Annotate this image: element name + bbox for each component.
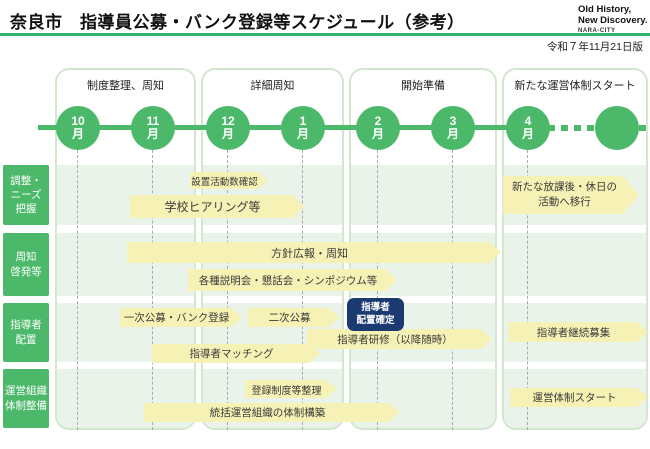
bar-second-recruitment: 二次公募 [248, 308, 340, 327]
month-circle-12: 12 月 [206, 106, 250, 150]
gridline-apr [527, 150, 528, 430]
bar-briefings-symposium: 各種説明会・懇話会・シンポジウム等 [188, 269, 397, 291]
row-label-public-awareness: 周知 啓発等 [3, 233, 49, 296]
phase-title-4: 新たな運営体制スタート [514, 80, 636, 92]
row-band [351, 165, 495, 225]
month-circle-10: 10 月 [56, 106, 100, 150]
gridline-mar [452, 150, 453, 430]
logo-subtext: NARA-CITY [578, 27, 616, 34]
title-underline [0, 33, 650, 36]
bar-school-hearing: 学校ヒアリング等 [130, 195, 304, 218]
logo-line2: New Discovery. [578, 15, 648, 27]
page-title: 奈良市 指導員公募・バンク登録等スケジュール（参考） [10, 13, 465, 32]
month-circle-4: 4 月 [506, 106, 550, 150]
month-circle-future [595, 106, 639, 150]
bar-policy-pr: 方針広報・周知 [127, 242, 501, 263]
phase-title-2: 詳細周知 [250, 80, 295, 92]
row-label-needs-assessment: 調整・ ニーズ 把握 [3, 165, 49, 225]
gridline-oct [77, 150, 78, 430]
bar-first-recruitment-bank: 一次公募・バンク登録 [120, 308, 242, 327]
row-label-instructor-placement: 指導者 配置 [3, 303, 49, 362]
bar-transition-new-activities: 新たな放課後・休日の 活動へ移行 [503, 176, 639, 214]
bar-setup-activity-check: 設置活動数確認 [190, 172, 268, 189]
row-label-organization-setup: 運営組織 体制整備 [3, 369, 49, 428]
bar-organization-building: 統括運営組織の体制構築 [144, 403, 400, 422]
version-date: 令和７年11月21日版 [546, 41, 643, 53]
bar-instructor-matching: 指導者マッチング [152, 344, 320, 363]
month-circle-11: 11 月 [131, 106, 175, 150]
row-band [504, 233, 646, 296]
month-circle-3: 3 月 [431, 106, 475, 150]
phase-title-3: 開始準備 [401, 80, 445, 92]
month-circle-1: 1 月 [281, 106, 325, 150]
month-circle-2: 2 月 [356, 106, 400, 150]
bar-registration-system: 登録制度等整理 [245, 380, 337, 398]
gridline-nov [152, 150, 153, 430]
badge-instructor-placement-confirmed: 指導者 配置確定 [347, 298, 404, 331]
bar-instructor-training: 指導者研修（以降随時） [307, 329, 492, 349]
phase-title-1: 制度整理、周知 [87, 80, 164, 92]
bar-instructor-continuous-recruitment: 指導者継続募集 [508, 322, 648, 342]
logo-line1: Old History, [578, 4, 632, 15]
bar-operation-start: 運営体制スタート [510, 388, 648, 407]
nara-city-logo: Old History, New Discovery. NARA-CITY [578, 4, 648, 35]
